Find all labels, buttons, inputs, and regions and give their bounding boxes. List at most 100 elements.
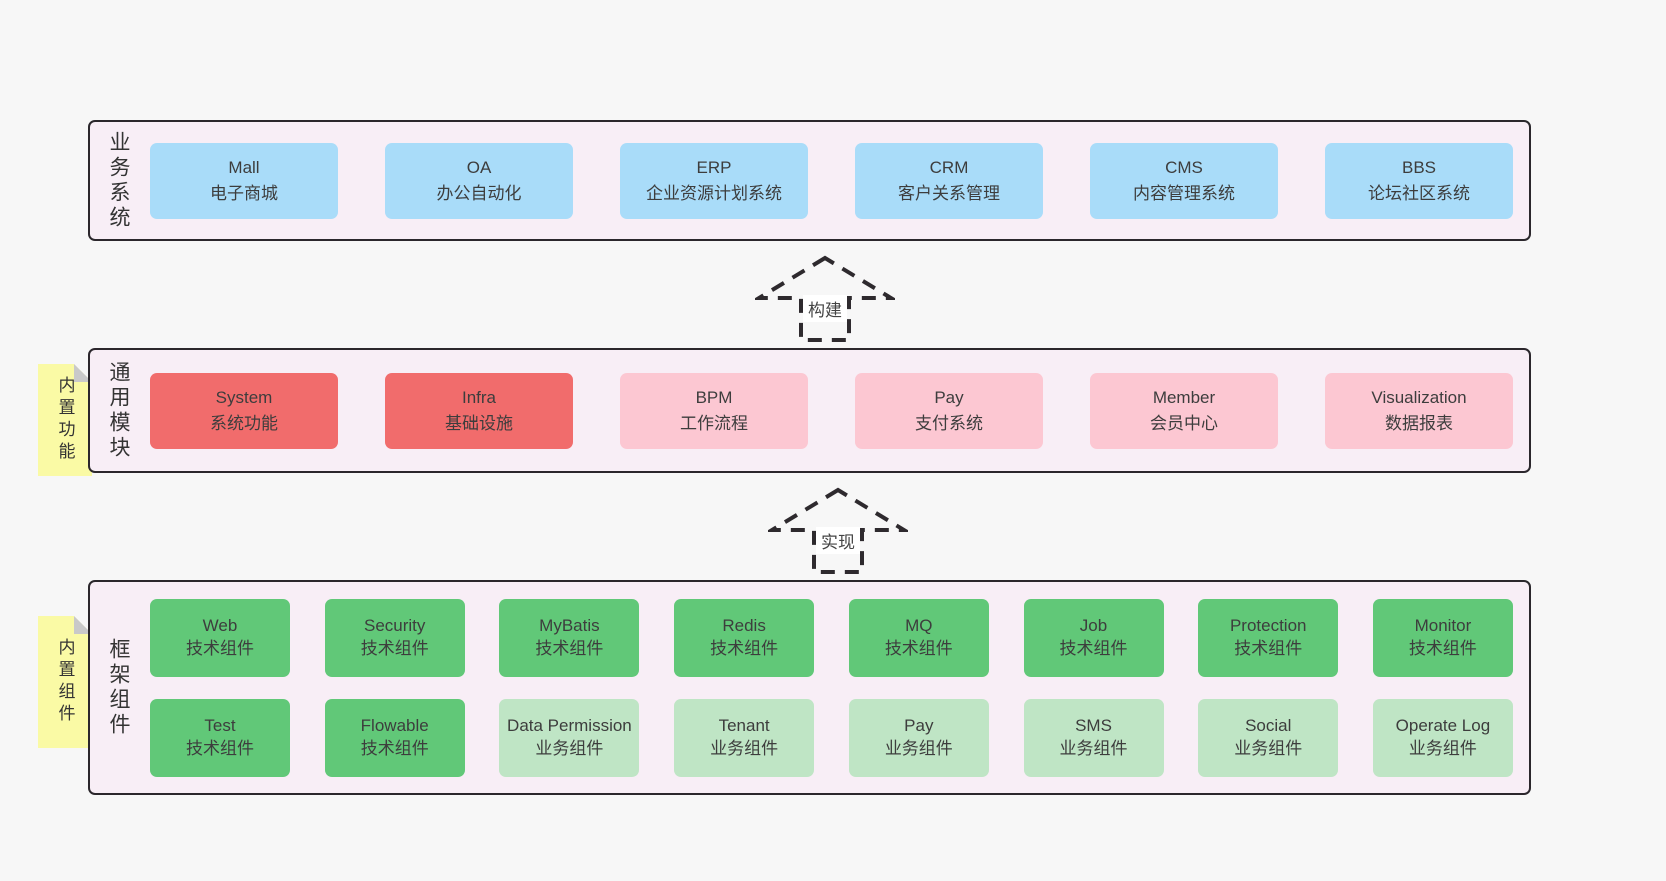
- sticky-note-built-in-features: 内置功能: [38, 364, 92, 476]
- box-data-permission: Data Permission 业务组件: [499, 698, 640, 777]
- box-title: Job: [1079, 616, 1108, 636]
- box-title: Protection: [1229, 616, 1307, 636]
- box-title: CMS: [1165, 158, 1203, 178]
- box-subtitle: 技术组件: [360, 738, 429, 758]
- arrow-label: 构建: [803, 295, 847, 322]
- box-title: Test: [204, 716, 236, 736]
- box-subtitle: 业务组件: [535, 738, 604, 758]
- box-monitor: Monitor 技术组件: [1372, 598, 1513, 677]
- up-arrow-icon: [768, 487, 908, 574]
- box-subtitle: 支付系统: [915, 413, 983, 433]
- box-title: Flowable: [360, 716, 429, 736]
- band-business-systems: 业务系统 Mall 电子商城 OA 办公自动化 ERP 企业资源计划系统 CRM…: [88, 120, 1531, 241]
- box-system: System 系统功能: [150, 372, 338, 449]
- box-title: System: [215, 388, 273, 408]
- box-subtitle: 内容管理系统: [1133, 183, 1235, 203]
- band-title: 业务系统: [107, 130, 130, 231]
- box-title: Pay: [934, 388, 964, 408]
- box-subtitle: 技术组件: [884, 638, 953, 658]
- band-title: 通用模块: [107, 360, 130, 461]
- box-sms: SMS 业务组件: [1023, 698, 1164, 777]
- box-title: Monitor: [1414, 616, 1472, 636]
- up-arrow-icon: [755, 255, 895, 342]
- box-subtitle: 工作流程: [680, 413, 748, 433]
- box-web: Web 技术组件: [150, 598, 290, 677]
- band-title: 框架组件: [107, 637, 130, 738]
- box-subtitle: 业务组件: [710, 738, 779, 758]
- box-member: Member 会员中心: [1090, 372, 1278, 449]
- box-title: Operate Log: [1395, 716, 1491, 736]
- band-content: System 系统功能 Infra 基础设施 BPM 工作流程 Pay 支付系统…: [146, 350, 1529, 471]
- box-tenant: Tenant 业务组件: [674, 698, 815, 777]
- box-crm: CRM 客户关系管理: [855, 142, 1043, 219]
- box-pay-module: Pay 支付系统: [855, 372, 1043, 449]
- box-title: Redis: [722, 616, 766, 636]
- box-bpm: BPM 工作流程: [620, 372, 808, 449]
- box-title: Visualization: [1371, 388, 1467, 408]
- sticky-label: 内置组件: [55, 638, 75, 726]
- box-subtitle: 技术组件: [360, 638, 429, 658]
- box-subtitle: 办公自动化: [436, 183, 522, 203]
- box-cms: CMS 内容管理系统: [1090, 142, 1278, 219]
- arrow-build: 构建: [755, 255, 895, 343]
- box-redis: Redis 技术组件: [674, 598, 815, 677]
- box-title: BBS: [1401, 158, 1437, 178]
- box-subtitle: 业务组件: [1408, 738, 1477, 758]
- box-title: ERP: [696, 158, 732, 178]
- box-subtitle: 业务组件: [1234, 738, 1303, 758]
- box-title: MyBatis: [539, 616, 600, 636]
- box-visualization: Visualization 数据报表: [1325, 372, 1513, 449]
- box-mall: Mall 电子商城: [150, 142, 338, 219]
- box-title: Tenant: [718, 716, 770, 736]
- component-row-1: Web 技术组件 Security 技术组件 MyBatis 技术组件 Redi…: [150, 598, 1513, 677]
- box-protection: Protection 技术组件: [1198, 598, 1339, 677]
- box-title: CRM: [929, 158, 969, 178]
- arrow-label: 实现: [816, 527, 860, 554]
- sticky-label: 内置功能: [55, 376, 75, 464]
- box-social: Social 业务组件: [1198, 698, 1339, 777]
- box-subtitle: 技术组件: [1059, 638, 1128, 658]
- box-subtitle: 技术组件: [1234, 638, 1303, 658]
- box-bbs: BBS 论坛社区系统: [1325, 142, 1513, 219]
- box-pay-component: Pay 业务组件: [848, 698, 989, 777]
- box-title: Mall: [228, 158, 260, 178]
- box-subtitle: 电子商城: [210, 183, 278, 203]
- box-subtitle: 基础设施: [445, 413, 513, 433]
- box-mybatis: MyBatis 技术组件: [499, 598, 640, 677]
- arrow-implement: 实现: [768, 487, 908, 575]
- box-title: SMS: [1075, 716, 1112, 736]
- band-common-modules: 通用模块 System 系统功能 Infra 基础设施 BPM 工作流程 Pay…: [88, 348, 1531, 473]
- box-subtitle: 业务组件: [1059, 738, 1128, 758]
- box-subtitle: 业务组件: [884, 738, 953, 758]
- box-subtitle: 技术组件: [186, 638, 254, 658]
- component-row-2: Test 技术组件 Flowable 技术组件 Data Permission …: [150, 698, 1513, 777]
- box-subtitle: 论坛社区系统: [1368, 183, 1470, 203]
- box-subtitle: 企业资源计划系统: [646, 183, 782, 203]
- box-subtitle: 技术组件: [535, 638, 604, 658]
- box-infra: Infra 基础设施: [385, 372, 573, 449]
- box-subtitle: 技术组件: [1408, 638, 1477, 658]
- box-subtitle: 技术组件: [186, 738, 254, 758]
- box-title: Infra: [461, 388, 497, 408]
- box-subtitle: 会员中心: [1150, 413, 1218, 433]
- band-content: Web 技术组件 Security 技术组件 MyBatis 技术组件 Redi…: [146, 582, 1529, 793]
- box-job: Job 技术组件: [1023, 598, 1164, 677]
- box-operate-log: Operate Log 业务组件: [1372, 698, 1513, 777]
- box-title: MQ: [905, 616, 933, 636]
- box-title: OA: [466, 158, 492, 178]
- band-framework-components: 框架组件 Web 技术组件 Security 技术组件 MyBatis 技术组件…: [88, 580, 1531, 795]
- box-subtitle: 技术组件: [710, 638, 779, 658]
- box-title: Data Permission: [507, 716, 632, 736]
- box-title: BPM: [695, 388, 733, 408]
- box-title: Security: [363, 616, 426, 636]
- box-subtitle: 数据报表: [1385, 413, 1453, 433]
- box-subtitle: 系统功能: [210, 413, 278, 433]
- sticky-note-built-in-components: 内置组件: [38, 616, 92, 748]
- box-title: Pay: [904, 716, 934, 736]
- box-subtitle: 客户关系管理: [898, 183, 1000, 203]
- box-title: Social: [1245, 716, 1292, 736]
- box-test: Test 技术组件: [150, 698, 290, 777]
- box-mq: MQ 技术组件: [848, 598, 989, 677]
- box-security: Security 技术组件: [324, 598, 465, 677]
- box-flowable: Flowable 技术组件: [324, 698, 465, 777]
